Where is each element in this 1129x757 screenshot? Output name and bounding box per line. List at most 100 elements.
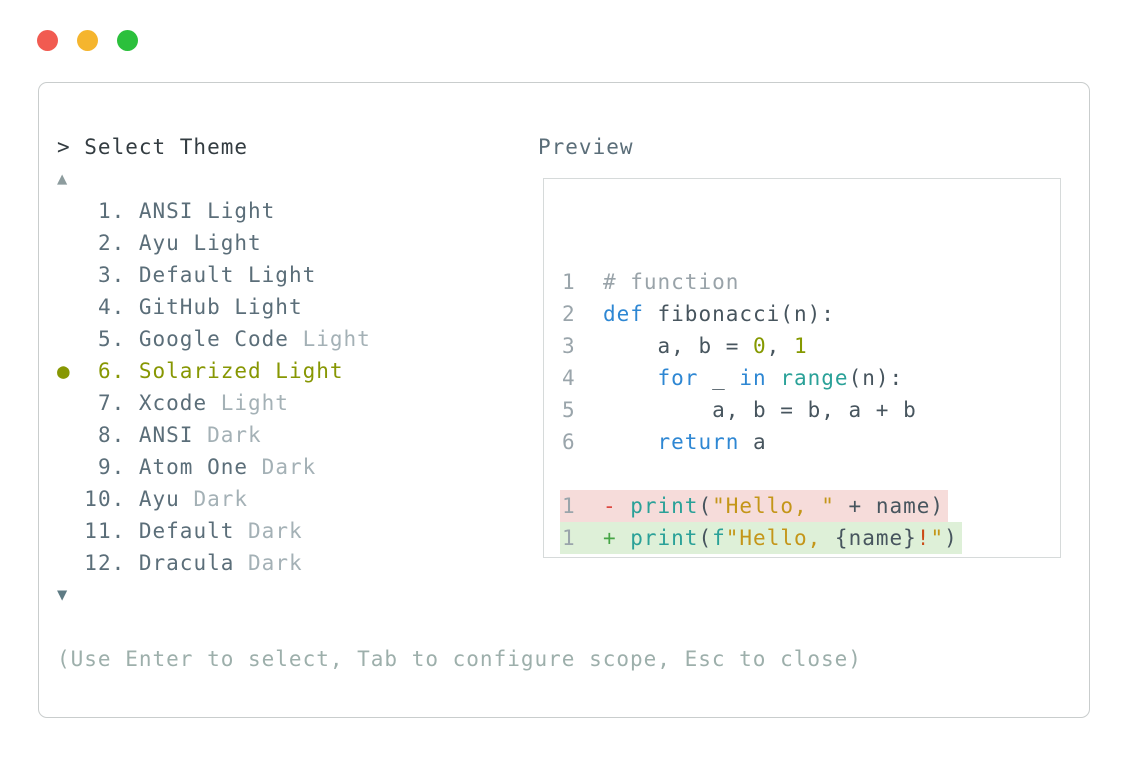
item-number: 6. — [70, 359, 139, 383]
code-token: for — [657, 366, 699, 390]
theme-list: 1. ANSI Light 2. Ayu Light 3. Default Li… — [57, 195, 371, 579]
code-token: ( — [698, 494, 713, 518]
code-token: def — [602, 302, 644, 326]
marker-spacer — [57, 199, 71, 223]
code-token: , — [766, 334, 794, 358]
code-token: (n): — [848, 366, 904, 390]
code-token: range — [780, 366, 849, 390]
item-label: Xcode — [138, 391, 221, 415]
code-line: 3 a, b = 0, 1 — [562, 330, 1060, 362]
item-label: Ayu Light — [138, 231, 262, 255]
scroll-up-icon[interactable]: ▲ — [57, 169, 69, 189]
code-token — [603, 430, 658, 454]
code-token — [603, 366, 658, 390]
item-number: 3. — [70, 263, 139, 287]
line-content: 1 # function — [560, 266, 743, 298]
code-token: f — [712, 526, 726, 550]
theme-list-item[interactable]: 1. ANSI Light — [57, 195, 371, 227]
help-text: (Use Enter to select, Tab to configure s… — [57, 647, 862, 671]
item-label: Dark — [248, 551, 303, 575]
selected-dot-icon: ● — [57, 359, 71, 383]
theme-list-item[interactable]: 5. Google Code Light — [57, 323, 371, 355]
close-button[interactable] — [37, 30, 58, 51]
theme-list-item[interactable]: 4. GitHub Light — [57, 291, 371, 323]
marker-spacer — [57, 391, 71, 415]
code-token: + name) — [834, 494, 945, 518]
code-token: "Hello, — [725, 526, 835, 550]
line-number: 1 — [562, 526, 603, 550]
line-number: 5 — [562, 398, 603, 422]
scroll-down-icon[interactable]: ▼ — [57, 585, 69, 605]
item-number: 5. — [70, 327, 139, 351]
zoom-button[interactable] — [117, 30, 138, 51]
theme-list-item[interactable]: 11. Default Dark — [57, 515, 371, 547]
line-content: 5 a, b = b, a + b — [560, 394, 921, 426]
line-number: 3 — [562, 334, 603, 358]
line-number: 6 — [562, 430, 603, 454]
code-token: ) — [944, 526, 958, 550]
code-token: fibonacci(n): — [643, 302, 835, 326]
item-number: 9. — [70, 455, 139, 479]
theme-list-item[interactable]: 7. Xcode Light — [57, 387, 371, 419]
line-content: 3 a, b = 0, 1 — [560, 330, 812, 362]
picker-title: > Select Theme — [57, 135, 249, 159]
item-label: Default Light — [138, 263, 317, 287]
item-label: Google Code — [138, 327, 303, 351]
code-token: ( — [698, 526, 713, 550]
item-label: Dark — [248, 519, 303, 543]
theme-list-item[interactable]: 10. Ayu Dark — [57, 483, 371, 515]
line-number: 4 — [562, 366, 603, 390]
item-label: Atom One — [138, 455, 262, 479]
code-token: " — [930, 526, 945, 550]
marker-spacer — [57, 295, 71, 319]
marker-spacer — [57, 423, 71, 447]
theme-list-item[interactable]: 8. ANSI Dark — [57, 419, 371, 451]
minimize-button[interactable] — [77, 30, 98, 51]
marker-spacer — [57, 519, 71, 543]
code-line: 1 # function — [562, 266, 1060, 298]
code-token: ! — [916, 526, 931, 550]
item-number: 7. — [70, 391, 139, 415]
item-number: 4. — [70, 295, 139, 319]
item-label: Solarized Light — [138, 359, 344, 383]
line-content: 1 + print(f"Hello, {name}!") — [560, 522, 962, 554]
marker-spacer — [57, 551, 71, 575]
item-label: Dracula — [138, 551, 249, 575]
line-content: 4 for _ in range(n): — [560, 362, 907, 394]
theme-list-item[interactable]: 9. Atom One Dark — [57, 451, 371, 483]
line-content: 2 def fibonacci(n): — [560, 298, 839, 330]
code-token: _ — [698, 366, 740, 390]
item-label: ANSI — [138, 423, 208, 447]
code-line: 6 return a — [562, 426, 1060, 458]
line-number: 1 — [562, 270, 603, 294]
line-number: 2 — [562, 302, 603, 326]
code-token: print — [630, 494, 699, 518]
code-token: a — [739, 430, 767, 454]
code-token: - — [602, 494, 631, 518]
theme-list-item[interactable]: 12. Dracula Dark — [57, 547, 371, 579]
item-label: Ayu — [138, 487, 194, 511]
code-token: print — [630, 526, 699, 550]
theme-list-item[interactable]: 2. Ayu Light — [57, 227, 371, 259]
line-content: 1 - print("Hello, " + name) — [560, 490, 949, 522]
item-label: Default — [138, 519, 249, 543]
theme-picker-panel: > Select Theme ▲ 1. ANSI Light 2. Ayu Li… — [38, 82, 1090, 718]
code-token: a, b = b, a + b — [602, 398, 917, 422]
theme-list-item[interactable]: 3. Default Light — [57, 259, 371, 291]
code-line — [562, 458, 1060, 490]
line-content: 6 return a — [560, 426, 771, 458]
item-number: 11. — [70, 519, 139, 543]
code-line: 5 a, b = b, a + b — [562, 394, 1060, 426]
item-number: 12. — [70, 551, 139, 575]
code-token: return — [657, 430, 740, 454]
marker-spacer — [57, 231, 71, 255]
code-token: 1 — [793, 334, 808, 358]
item-label: Dark — [261, 455, 317, 479]
code-line: 2 def fibonacci(n): — [562, 298, 1060, 330]
preview-label: Preview — [538, 135, 634, 159]
code-token: "Hello, " — [712, 494, 835, 518]
theme-list-item[interactable]: ● 6. Solarized Light — [57, 355, 371, 387]
marker-spacer — [57, 455, 71, 479]
